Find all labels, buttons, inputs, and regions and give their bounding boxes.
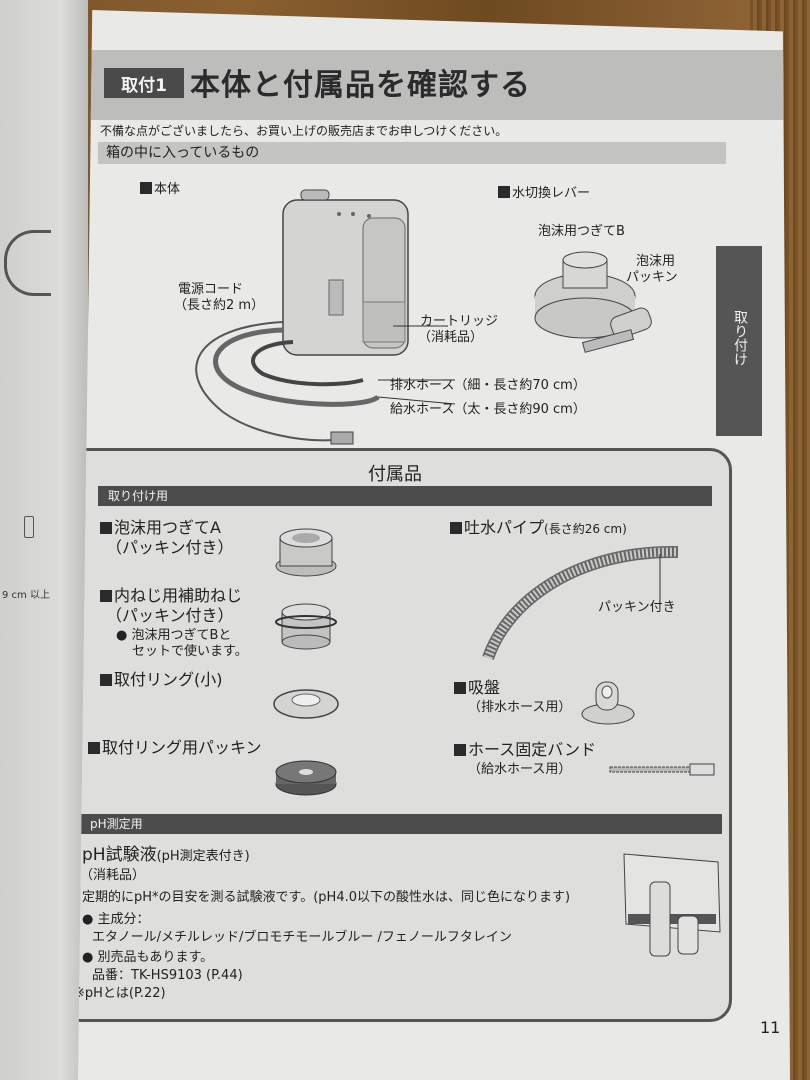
accessory-inner-screw-sub: （パッキン付き） [106,606,234,625]
power-cord-length: （長さ約2 m） [174,298,265,313]
drain-hose-label: 排水ホース（細・長さ約70 cm） [390,378,586,393]
accessory-inner-screw-note2: セットで使います。 [132,644,248,659]
page-title: 本体と付属品を確認する [190,68,531,103]
supply-hose [213,327,380,407]
accessory-inner-screw: 内ねじ用補助ねじ [100,582,242,606]
ph-test-kit-illustration [623,853,721,957]
accessory-suction-cup-sub: （排水ホース用） [468,700,572,715]
accessory-ring-small: 取付リング(小) [100,666,223,690]
suction-cup-illustration [581,681,635,725]
ph-description: 定期的にpH*の目安を測る試験液です。(pH4.0以下の酸性水は、同じ色になりま… [82,890,571,905]
power-plug [330,431,354,445]
box-contents-header: 箱の中に入っているもの [98,142,726,164]
supply-hose-leader [377,396,456,405]
page-number: 11 [760,1018,781,1037]
accessory-joint-a: 泡沫用つぎてA [100,514,221,538]
spout-pipe-illustration [482,545,679,661]
main-unit-body [282,189,409,356]
spout-packing-callout: パッキン付き [598,600,676,615]
accessory-spout-pipe: 吐水パイプ(長さ約26 cm) [450,514,627,538]
drain-hose [251,340,364,387]
foam-packing-label-1: 泡沫用 [636,254,676,269]
joint-a-illustration [275,528,337,577]
inner-screw-illustration [275,603,337,650]
manual-page: 取付1 本体と付属品を確認する 不備な点がございましたら、お買い上げの販売店まで… [78,10,790,1080]
cartridge-label: カートリッジ [420,314,499,329]
supply-hose-label: 給水ホース（太・長さ約90 cm） [390,402,586,417]
notice-text: 不備な点がございましたら、お買い上げの販売店までお申しつけください。 [100,124,508,138]
water-switch-lever-illustration [534,251,652,353]
ph-part-number: 品番：TK-HS9103 (P.44) [92,968,243,983]
bullet-square-icon [454,682,466,694]
bullet-square-icon [100,522,112,534]
accessory-ring-packing: 取付リング用パッキン [88,734,262,758]
previous-page-edge: 9 cm 以上 [0,0,88,1080]
accessory-parts-illustrations [273,528,339,796]
ph-color-chart [623,853,721,933]
ring-small-illustration [273,689,339,719]
section-side-tab: 取り付け [716,246,762,436]
bullet-square-icon [100,590,112,602]
hose-band-illustration [609,763,715,776]
pipe-illustration-fragment [4,230,51,296]
accessory-inner-screw-note1: ● 泡沫用つぎてBと [116,628,232,643]
joint-b-label: 泡沫用つぎてB [538,224,625,239]
ph-consumable-note: （消耗品） [80,868,146,883]
ph-separate-sale: ● 別売品もあります。 [82,950,214,965]
accessory-suction-cup: 吸盤 [454,674,500,698]
accessory-hose-band: ホース固定バンド [454,736,596,760]
cartridge-note: （消耗品） [418,330,484,345]
left-page-text-fragment: 9 cm 以上 [2,590,50,601]
ph-section-bar: pH測定用 [80,814,722,834]
ring-packing-illustration [275,760,337,796]
power-cord-label: 電源コード [178,282,244,297]
power-cord [195,321,334,442]
bullet-square-icon [140,182,152,194]
bullet-square-icon [88,742,100,754]
ph-test-liquid-heading: pH試験液(pH測定表付き) [78,840,250,865]
ph-ingredients-label: ● 主成分： [82,912,150,927]
bullet-square-icon [450,522,462,534]
foam-packing-label-2: パッキン [626,270,678,285]
water-ionizer-illustration [195,189,456,445]
bullet-square-icon [498,186,510,198]
ph-color-scale [628,914,716,924]
mounting-section-bar: 取り付け用 [98,486,712,506]
bullet-square-icon [454,744,466,756]
ph-reference: ※pHとは(P.22) [74,986,166,1001]
section-badge: 取付1 [104,68,184,98]
page-header-band [78,50,790,120]
bullet-square-icon [100,674,112,686]
accessories-title: 付属品 [368,464,422,485]
ph-ingredients: エタノール/メチルレッド/ブロモチモールブルー /フェノールフタレイン [92,930,512,945]
accessory-joint-a-sub: （パッキン付き） [106,538,234,557]
main-unit-heading: 本体 [140,178,180,197]
ph-test-cup [677,915,699,955]
accessory-hose-band-sub: （給水ホース用） [468,762,572,777]
icon-fragment [24,516,34,538]
accessories-box [78,448,732,1022]
lever-heading: 水切換レバー [498,182,590,201]
ph-test-bottle [649,881,671,957]
